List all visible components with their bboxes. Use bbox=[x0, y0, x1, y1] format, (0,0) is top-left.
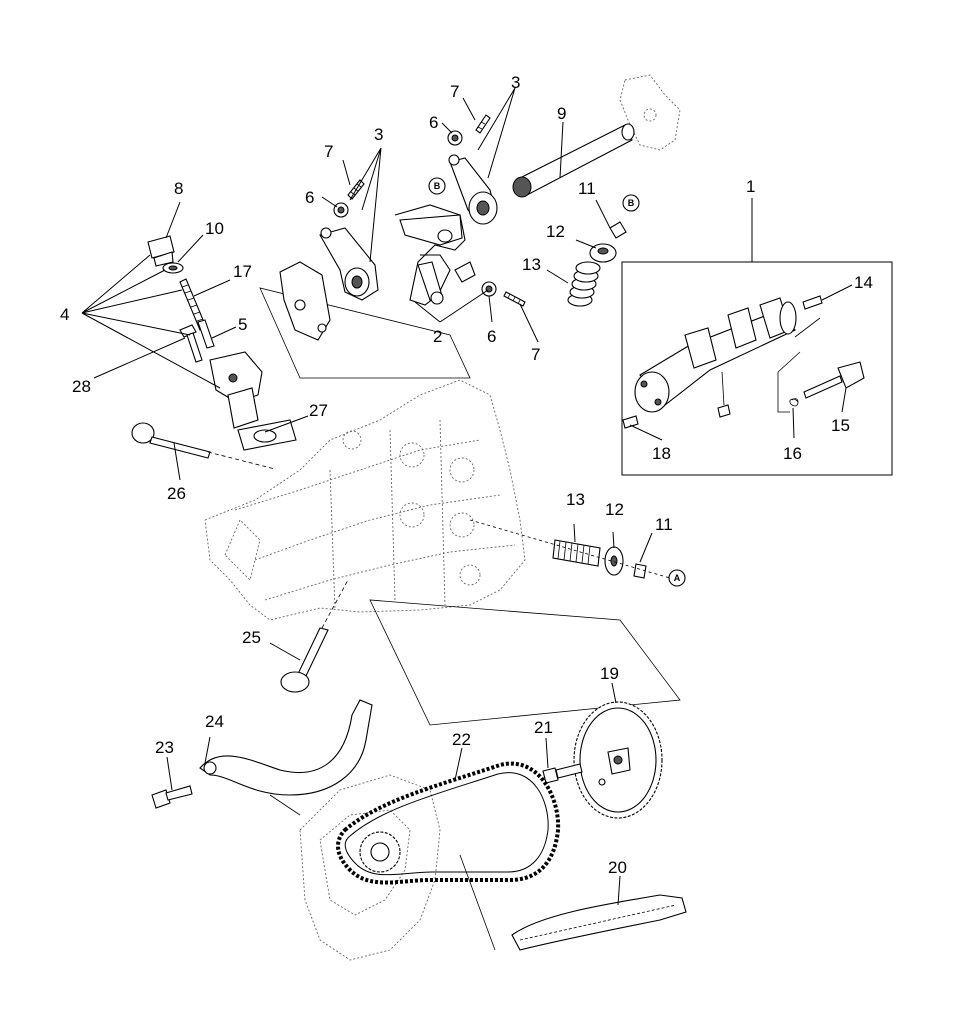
marker-b-right: B bbox=[622, 194, 640, 212]
callout-12b: 12 bbox=[605, 500, 624, 519]
callout-18: 18 bbox=[652, 444, 671, 463]
rocker-bracket bbox=[279, 261, 331, 341]
callout-11a: 11 bbox=[578, 179, 596, 198]
callout-4: 4 bbox=[60, 305, 69, 324]
callout-13b: 13 bbox=[566, 490, 585, 509]
valve-25 bbox=[280, 579, 349, 693]
head-cover-fragment bbox=[619, 74, 681, 151]
valve-spring-lower bbox=[552, 539, 601, 567]
svg-text:A: A bbox=[674, 573, 681, 583]
callout-16: 16 bbox=[783, 444, 802, 463]
callout-5: 5 bbox=[238, 315, 247, 334]
cam-chain-tensioner bbox=[209, 351, 263, 429]
callout-6c: 6 bbox=[487, 327, 496, 346]
group-outline-chain bbox=[369, 599, 681, 726]
callout-2: 2 bbox=[433, 327, 442, 346]
callout-6b: 6 bbox=[429, 113, 438, 132]
callout-3b: 3 bbox=[511, 73, 520, 92]
callout-11b: 11 bbox=[655, 515, 673, 534]
spring-retainer-lower bbox=[604, 546, 624, 576]
rocker-shaft bbox=[512, 123, 635, 198]
decompression-lever-15 bbox=[803, 361, 865, 399]
callout-10: 10 bbox=[205, 219, 224, 238]
callout-7c: 7 bbox=[531, 345, 540, 364]
callout-14: 14 bbox=[854, 273, 873, 292]
callout-13a: 13 bbox=[522, 255, 541, 274]
rocker-arm-left bbox=[319, 227, 379, 301]
screw-7-right bbox=[475, 114, 491, 134]
svg-text:B: B bbox=[434, 181, 441, 191]
valve-spring-upper bbox=[567, 261, 601, 307]
callout-22: 22 bbox=[452, 730, 471, 749]
screw-7-center bbox=[503, 291, 526, 307]
callout-15: 15 bbox=[831, 416, 850, 435]
callout-12a: 12 bbox=[546, 222, 565, 241]
callout-25: 25 bbox=[242, 628, 261, 647]
nut-6-left bbox=[333, 202, 349, 218]
camshaft bbox=[634, 297, 797, 418]
rocker-arm-right bbox=[448, 154, 498, 225]
svg-text:B: B bbox=[628, 198, 635, 208]
washer-10 bbox=[162, 262, 184, 274]
leader-24-group bbox=[269, 794, 301, 816]
cam-chain-22 bbox=[336, 761, 561, 885]
valve-keeper-lower bbox=[633, 563, 647, 579]
callout-9: 9 bbox=[557, 104, 566, 123]
gasket-27 bbox=[237, 419, 297, 451]
callout-6a: 6 bbox=[305, 188, 314, 207]
callout-19: 19 bbox=[600, 664, 619, 683]
callout-7a: 7 bbox=[324, 142, 333, 161]
valve-keeper-upper bbox=[609, 221, 627, 239]
nut-6-right bbox=[447, 130, 463, 146]
callout-27: 27 bbox=[309, 401, 328, 420]
cam-sprocket-19 bbox=[573, 701, 663, 819]
leader-14-group bbox=[777, 317, 821, 373]
leader-lines bbox=[81, 87, 853, 906]
pin-18 bbox=[622, 415, 639, 429]
callout-24: 24 bbox=[205, 712, 224, 731]
chain-case bbox=[299, 774, 441, 961]
chain-guide-20 bbox=[511, 894, 687, 951]
chain-guide-24 bbox=[199, 699, 373, 796]
cylinder-head bbox=[204, 379, 526, 621]
valve-26 bbox=[131, 422, 276, 470]
callout-1: 1 bbox=[746, 177, 755, 196]
bolt-21 bbox=[542, 763, 583, 784]
callout-23: 23 bbox=[155, 738, 174, 757]
pin-5 bbox=[197, 319, 215, 349]
callout-20: 20 bbox=[608, 858, 627, 877]
bracket-16 bbox=[777, 372, 790, 413]
callout-3a: 3 bbox=[374, 125, 383, 144]
callout-7b: 7 bbox=[450, 82, 459, 101]
callout-26: 26 bbox=[167, 484, 186, 503]
valve-axis-lower bbox=[469, 519, 671, 579]
bolt-23 bbox=[151, 785, 193, 809]
marker-b-left: B bbox=[428, 177, 446, 195]
leader-20-group bbox=[459, 854, 496, 951]
spring-retainer-upper bbox=[589, 243, 617, 263]
callout-21: 21 bbox=[534, 718, 553, 737]
callout-8: 8 bbox=[174, 179, 183, 198]
marker-a: A bbox=[668, 569, 686, 587]
rocker-arm-center bbox=[394, 204, 476, 306]
crank-sprocket bbox=[359, 831, 401, 873]
pin-14 bbox=[802, 295, 823, 310]
callout-28: 28 bbox=[72, 377, 91, 396]
camshaft-group-box bbox=[621, 261, 893, 476]
callout-17: 17 bbox=[233, 262, 252, 281]
bolt-28 bbox=[179, 324, 203, 363]
nut-6-center bbox=[481, 281, 497, 297]
bolt-8 bbox=[147, 235, 175, 267]
group-outline-rocker bbox=[259, 287, 471, 379]
spring-16 bbox=[789, 398, 799, 407]
